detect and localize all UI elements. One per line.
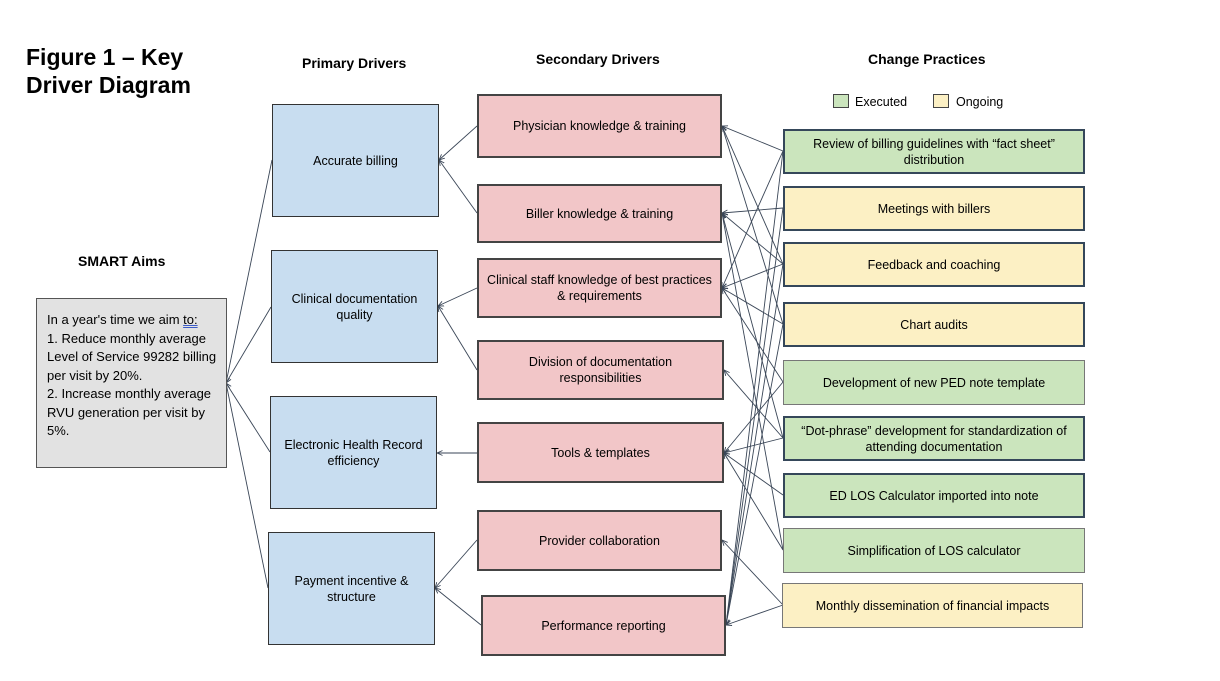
link-change-5-secondary-5 [724,381,784,453]
link-change-6-secondary-4 [724,370,784,439]
aim-line-1: 1. Reduce monthly average Level of Servi… [47,330,217,383]
link-change-1-secondary-1 [722,126,784,152]
secondary-driver-clinical-staff-knowledge: Clinical staff knowledge of best practic… [477,258,722,318]
link-primary-3-aim [226,383,271,453]
change-practice-los-calculator-imported: ED LOS Calculator imported into note [783,473,1085,518]
legend-executed-label: Executed [855,95,908,109]
link-change-9-secondary-7 [726,604,784,625]
header-smart-aims: SMART Aims [78,253,166,269]
legend-ongoing-swatch [933,94,949,108]
link-change-1-secondary-3 [722,150,784,288]
change-practice-meetings-with-billers: Meetings with billers [783,186,1085,231]
link-change-4-secondary-1 [722,126,784,325]
diagram-title: Figure 1 – Key Driver Diagram [26,44,191,98]
link-secondary-3-primary-2 [438,287,478,306]
secondary-driver-division-of-responsibilities: Division of documentation responsibiliti… [477,340,724,400]
link-change-9-secondary-6 [722,540,784,606]
primary-driver-documentation-quality: Clinical documentation quality [271,250,438,363]
legend-executed-swatch [833,94,849,108]
aim-text: In a year's time we aim to: 1. Reduce mo… [47,311,227,441]
header-secondary-drivers: Secondary Drivers [536,51,660,67]
link-secondary-4-primary-2 [438,306,478,371]
secondary-driver-biller-training: Biller knowledge & training [477,184,722,243]
aim-intro: In a year's time we aim [47,312,184,327]
change-practice-feedback-coaching: Feedback and coaching [783,242,1085,287]
link-change-6-secondary-5 [724,437,784,453]
link-change-8-secondary-5 [724,453,784,551]
link-change-5-secondary-3 [722,288,784,383]
change-practice-dot-phrase: “Dot-phrase” development for standardiza… [783,416,1085,461]
link-change-8-secondary-2 [722,213,784,551]
link-secondary-1-primary-1 [439,125,478,160]
link-change-6-secondary-2 [722,213,784,439]
link-change-7-secondary-5 [724,453,784,496]
change-practice-chart-audits: Chart audits [783,302,1085,347]
change-practice-financial-impacts: Monthly dissemination of financial impac… [782,583,1083,628]
change-practice-billing-guidelines: Review of billing guidelines with “fact … [783,129,1085,174]
link-primary-1-aim [226,159,273,383]
legend-ongoing-label: Ongoing [956,95,1004,109]
link-change-3-secondary-1 [722,126,784,265]
primary-driver-payment-incentive: Payment incentive & structure [268,532,435,645]
primary-driver-accurate-billing: Accurate billing [272,104,439,217]
link-change-1-secondary-7 [726,150,784,625]
change-practice-los-simplification: Simplification of LOS calculator [783,528,1085,573]
link-change-3-secondary-3 [722,263,784,288]
header-change-practices: Change Practices [868,51,986,67]
link-secondary-6-primary-4 [435,539,478,588]
link-change-3-secondary-7 [726,263,784,625]
secondary-driver-tools-templates: Tools & templates [477,422,724,483]
link-change-3-secondary-2 [722,213,784,265]
link-secondary-2-primary-1 [439,160,478,214]
secondary-driver-provider-collaboration: Provider collaboration [477,510,722,571]
link-change-2-secondary-2 [722,207,784,213]
change-practice-ped-note-template: Development of new PED note template [783,360,1085,405]
link-secondary-7-primary-4 [435,588,482,626]
aim-intro-underlined: to: [183,312,198,327]
aim-line-2: 2. Increase monthly average RVU generati… [47,386,212,438]
primary-driver-ehr-efficiency: Electronic Health Record efficiency [270,396,437,509]
link-change-4-secondary-3 [722,288,784,325]
header-primary-drivers: Primary Drivers [302,55,407,71]
secondary-driver-performance-reporting: Performance reporting [481,595,726,656]
link-primary-2-aim [226,306,272,383]
aim-box [36,298,227,468]
secondary-driver-physician-training: Physician knowledge & training [477,94,722,158]
link-primary-4-aim [226,383,269,589]
